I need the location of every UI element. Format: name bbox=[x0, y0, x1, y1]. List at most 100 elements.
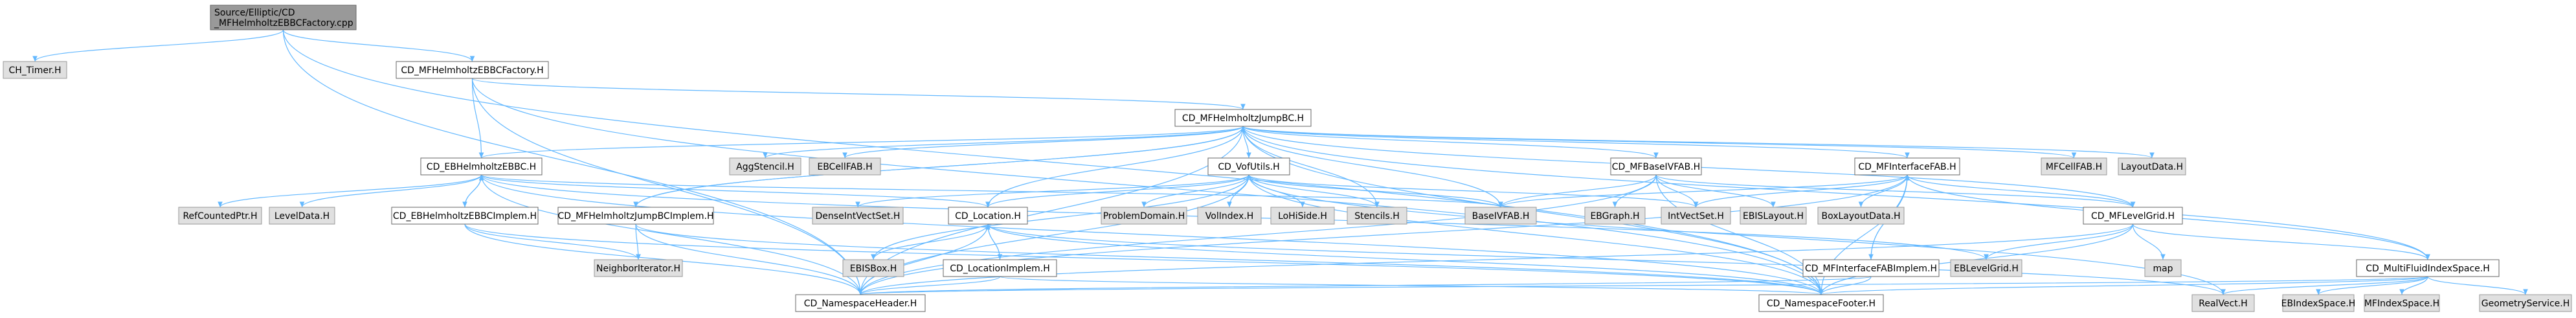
edge-vofutils-to-realvect bbox=[1248, 174, 2226, 295]
node-box bbox=[391, 207, 539, 225]
edge-vofutils-to-denseintvectset bbox=[855, 174, 1249, 208]
edge-jumpbcimpl-to-nsfooter bbox=[635, 223, 1824, 295]
edge-vofutils-to-baseivfab bbox=[1248, 174, 1503, 208]
node-ebislayout: EBISLayout.H bbox=[1740, 207, 1807, 225]
node-boxlayoutdata: BoxLayoutData.H bbox=[1817, 207, 1905, 225]
edge-jumpbcimpl-to-jumpbc bbox=[635, 126, 1246, 208]
node-eblevelgrid: EBLevelGrid.H bbox=[1950, 259, 2022, 277]
node-box bbox=[2364, 294, 2440, 312]
edge-ebbc-to-refcountedptr bbox=[218, 174, 482, 208]
node-ebisbox: EBISBox.H bbox=[842, 259, 904, 277]
edge-location-to-nsheader bbox=[858, 223, 989, 295]
node-box bbox=[269, 207, 335, 225]
node-box bbox=[948, 207, 1028, 225]
node-label: LoHiSide.H bbox=[1278, 211, 1327, 221]
edge-mfbaseivfab-to-mflevelgrid bbox=[1655, 174, 2136, 208]
edge-jumpbc-to-stencils bbox=[1242, 126, 1380, 208]
node-baseivfab: BaseIVFAB.H bbox=[1464, 207, 1537, 225]
edge-mfbaseivfab-to-ebislayout bbox=[1655, 174, 1776, 208]
node-mflevelgrid[interactable]: CD_MFLevelGrid.H bbox=[2083, 207, 2183, 225]
edge-ebbc-to-location bbox=[480, 174, 991, 208]
node-jumpbcimpl[interactable]: CD_MFHelmholtzJumpBCImplem.H bbox=[557, 207, 714, 225]
node-box bbox=[1174, 109, 1312, 127]
edge-ebbcimpl-to-nsfooter bbox=[464, 223, 1824, 295]
node-box bbox=[1101, 207, 1187, 225]
node-box bbox=[1740, 207, 1807, 225]
node-label: VolIndex.H bbox=[1205, 211, 1253, 221]
edge-root-to-nsheader bbox=[282, 29, 863, 295]
node-label: CD_MFHelmholtzJumpBC.H bbox=[1182, 113, 1304, 124]
node-box bbox=[1854, 157, 1960, 176]
node-box bbox=[557, 207, 714, 225]
node-nsfooter[interactable]: CD_NamespaceFooter.H bbox=[1758, 294, 1884, 312]
node-ebbcimpl[interactable]: CD_EBHelmholtzEBBCImplem.H bbox=[391, 207, 539, 225]
node-label: GeometryService.H bbox=[2481, 299, 2570, 309]
node-label: CD_MFHelmholtzEBBCFactory.H bbox=[401, 65, 543, 76]
node-box bbox=[1197, 207, 1262, 225]
node-ch_timer: CH_Timer.H bbox=[3, 61, 67, 79]
node-mfbaseivfab[interactable]: CD_MFBaseIVFAB.H bbox=[1610, 157, 1702, 176]
node-label: EBISLayout.H bbox=[1743, 211, 1804, 221]
edge-jumpbc-to-mfcellfab bbox=[1242, 126, 2076, 159]
node-box bbox=[2144, 259, 2182, 277]
node-ebinterfaceimpl[interactable]: CD_MFInterfaceFABImplem.H bbox=[1802, 259, 1940, 277]
node-box bbox=[2282, 294, 2355, 312]
node-box bbox=[1950, 259, 2022, 277]
node-problemdomain: ProblemDomain.H bbox=[1101, 207, 1187, 225]
node-label: CD_MFHelmholtzJumpBCImplem.H bbox=[558, 211, 714, 221]
node-locationimpl[interactable]: CD_LocationImplem.H bbox=[943, 259, 1057, 277]
node-aggstencil: AggStencil.H bbox=[729, 157, 801, 176]
node-box bbox=[842, 259, 904, 277]
node-label: map bbox=[2153, 264, 2173, 274]
node-box bbox=[210, 5, 357, 30]
node-label: CD_EBHelmholtzEBBCImplem.H bbox=[393, 211, 537, 221]
edge-factory-to-ebbc bbox=[471, 78, 484, 159]
node-box bbox=[1207, 157, 1290, 176]
node-jumpbc[interactable]: CD_MFHelmholtzJumpBC.H bbox=[1174, 109, 1312, 127]
node-label: CD_MFBaseIVFAB.H bbox=[1612, 162, 1700, 172]
edge-mflevelgrid-to-multifluid bbox=[2132, 223, 2430, 260]
node-label: EBIndexSpace.H bbox=[2281, 299, 2356, 309]
edge-multifluid-to-nsfooter bbox=[1819, 276, 2428, 295]
edge-root-to-ch_timer bbox=[32, 29, 284, 62]
node-label: CD_MFLevelGrid.H bbox=[2091, 211, 2175, 221]
edge-root-to-factory bbox=[282, 29, 475, 62]
edge-multifluid-to-geometryservice bbox=[2427, 276, 2528, 295]
node-nsheader[interactable]: CD_NamespaceHeader.H bbox=[795, 294, 926, 312]
node-neighboriterator: NeighborIterator.H bbox=[594, 259, 683, 277]
node-label: NeighborIterator.H bbox=[596, 264, 680, 274]
node-multifluid[interactable]: CD_MultiFluidIndexSpace.H bbox=[2356, 259, 2500, 277]
node-box bbox=[1464, 207, 1537, 225]
edge-jumpbc-to-location bbox=[985, 126, 1244, 208]
node-box bbox=[2041, 157, 2107, 176]
node-box bbox=[396, 61, 549, 79]
node-box bbox=[2083, 207, 2183, 225]
node-label: BaseIVFAB.H bbox=[1472, 211, 1530, 221]
node-root[interactable]: Source/Elliptic/CD_MFHelmholtzEBBCFactor… bbox=[210, 5, 357, 30]
edge-mflevelgrid-to-nsheader bbox=[858, 223, 2134, 295]
node-box bbox=[1584, 207, 1646, 225]
node-ebgraph: EBGraph.H bbox=[1584, 207, 1646, 225]
node-label: CD_MultiFluidIndexSpace.H bbox=[2366, 264, 2490, 274]
node-label: ProblemDomain.H bbox=[1103, 211, 1185, 221]
edge-mfbaseivfab-to-nsheader bbox=[858, 174, 1657, 295]
node-location[interactable]: CD_Location.H bbox=[948, 207, 1028, 225]
edge-jumpbc-to-mfbaseivfab bbox=[1242, 126, 1659, 159]
node-label: RefCountedPtr.H bbox=[183, 211, 257, 221]
edge-ebbc-to-nsheader bbox=[480, 174, 863, 295]
node-factory[interactable]: CD_MFHelmholtzEBBCFactory.H bbox=[396, 61, 549, 79]
node-ebbc[interactable]: CD_EBHelmholtzEBBC.H bbox=[420, 157, 543, 176]
node-intvectset: IntVectSet.H bbox=[1661, 207, 1731, 225]
node-mfinterfacefab[interactable]: CD_MFInterfaceFAB.H bbox=[1854, 157, 1960, 176]
node-box bbox=[2356, 259, 2500, 277]
edge-jumpbc-to-aggstencil bbox=[763, 126, 1244, 159]
node-label: _MFHelmholtzEBBCFactory.cpp bbox=[214, 18, 353, 28]
edge-factory-to-nsheader bbox=[471, 78, 863, 295]
node-box bbox=[1817, 207, 1905, 225]
edge-jumpbc-to-ebbc bbox=[479, 126, 1244, 159]
node-box bbox=[1802, 259, 1940, 277]
node-lohiside: LoHiSide.H bbox=[1270, 207, 1335, 225]
node-vofutils[interactable]: CD_VofUtils.H bbox=[1207, 157, 1290, 176]
node-mfcellfab: MFCellFAB.H bbox=[2041, 157, 2107, 176]
node-box bbox=[1270, 207, 1335, 225]
